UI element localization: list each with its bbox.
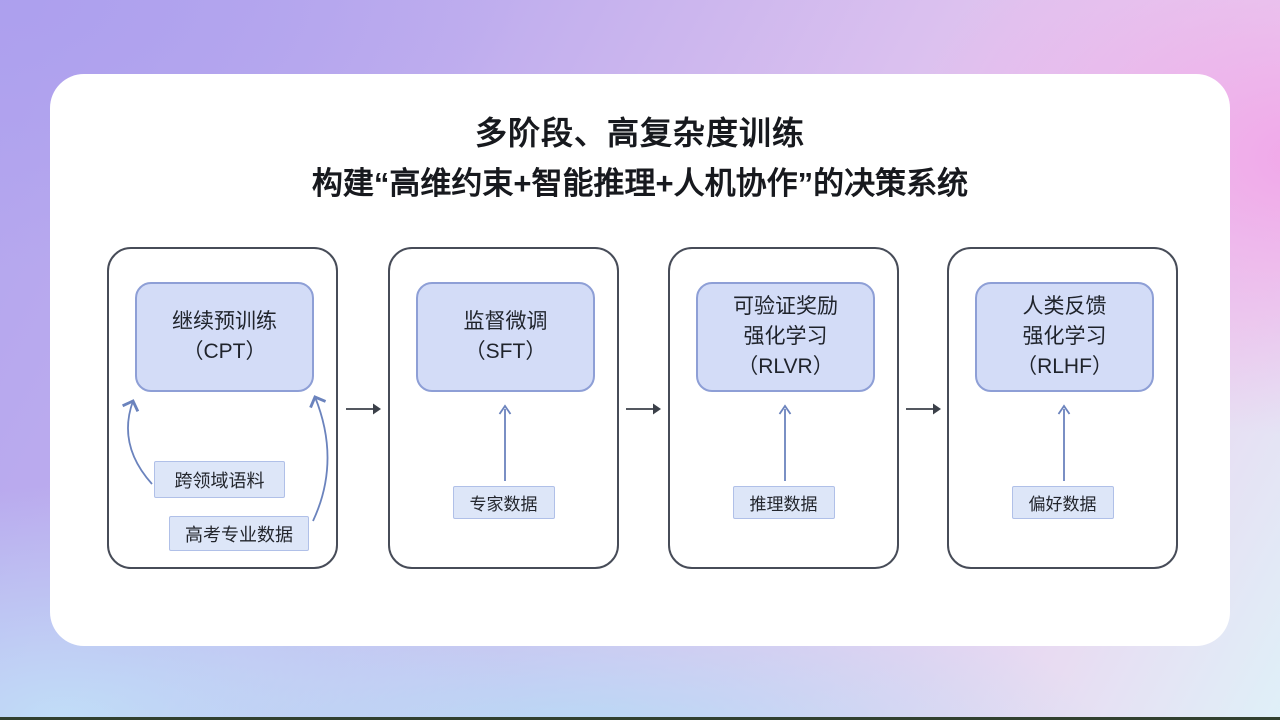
data-source-cross-domain-corpus: 跨领域语料: [154, 461, 285, 498]
data-source-label: 偏好数据: [1028, 495, 1097, 514]
stage-box-rlhf: 人类反馈 强化学习 （RLHF） 偏好数据: [947, 247, 1178, 569]
stage-label-line: 监督微调: [463, 310, 548, 334]
data-source-expert-data: 专家数据: [452, 486, 555, 519]
stage-box-sft: 监督微调 （SFT） 专家数据: [388, 247, 619, 569]
data-source-label: 高考专业数据: [185, 524, 293, 545]
slide-subtitle: 构建“高维约束+智能推理+人机协作”的决策系统: [311, 166, 969, 201]
data-source-gaokao-major-data: 高考专业数据: [169, 516, 309, 551]
slide-title: 多阶段、高复杂度训练: [474, 115, 805, 151]
data-source-label: 跨领域语料: [174, 470, 265, 491]
stage-label-line: 强化学习: [743, 325, 828, 349]
data-source-preference-data: 偏好数据: [1011, 486, 1114, 519]
curved-arrow-left: [122, 399, 153, 485]
up-arrow-sft: [498, 404, 512, 481]
cpt-curved-arrows: [122, 395, 329, 522]
stage-label-line: （SFT）: [464, 340, 547, 363]
data-source-reasoning-data: 推理数据: [732, 486, 835, 519]
bottom-edge-line: [0, 717, 1280, 720]
flow-arrow-rlvr-to-rlhf: [906, 403, 941, 415]
slide-card: 多阶段、高复杂度训练 构建“高维约束+智能推理+人机协作”的决策系统 继续预训练…: [50, 74, 1230, 646]
stage-label-line: （CPT）: [182, 340, 267, 363]
stage-label-line: 继续预训练: [172, 310, 277, 334]
stage-box-cpt: 继续预训练 （CPT） 跨领域语料 高考专业数据: [107, 247, 338, 569]
up-arrow-rlhf: [1057, 404, 1071, 481]
flow-arrow-sft-to-rlvr: [626, 403, 661, 415]
stage-label-line: （RLHF）: [1016, 354, 1113, 378]
stage-label-line: （RLVR）: [737, 354, 834, 378]
stage-box-rlvr: 可验证奖励 强化学习 （RLVR） 推理数据: [668, 247, 899, 569]
stage-core-rlhf: 人类反馈 强化学习 （RLHF）: [975, 282, 1154, 392]
stage-label-line: 强化学习: [1022, 325, 1107, 349]
data-source-label: 推理数据: [749, 495, 818, 514]
stage-label-line: 可验证奖励: [733, 295, 838, 319]
curved-arrow-right: [309, 395, 329, 522]
stage-label-line: 人类反馈: [1022, 295, 1107, 319]
flow-arrow-cpt-to-sft: [346, 403, 381, 415]
stage-core-rlvr: 可验证奖励 强化学习 （RLVR）: [696, 282, 875, 392]
stage-core-sft: 监督微调 （SFT）: [416, 282, 595, 392]
data-source-label: 专家数据: [469, 495, 538, 514]
stage-core-cpt: 继续预训练 （CPT）: [135, 282, 314, 392]
up-arrow-rlvr: [778, 404, 792, 481]
